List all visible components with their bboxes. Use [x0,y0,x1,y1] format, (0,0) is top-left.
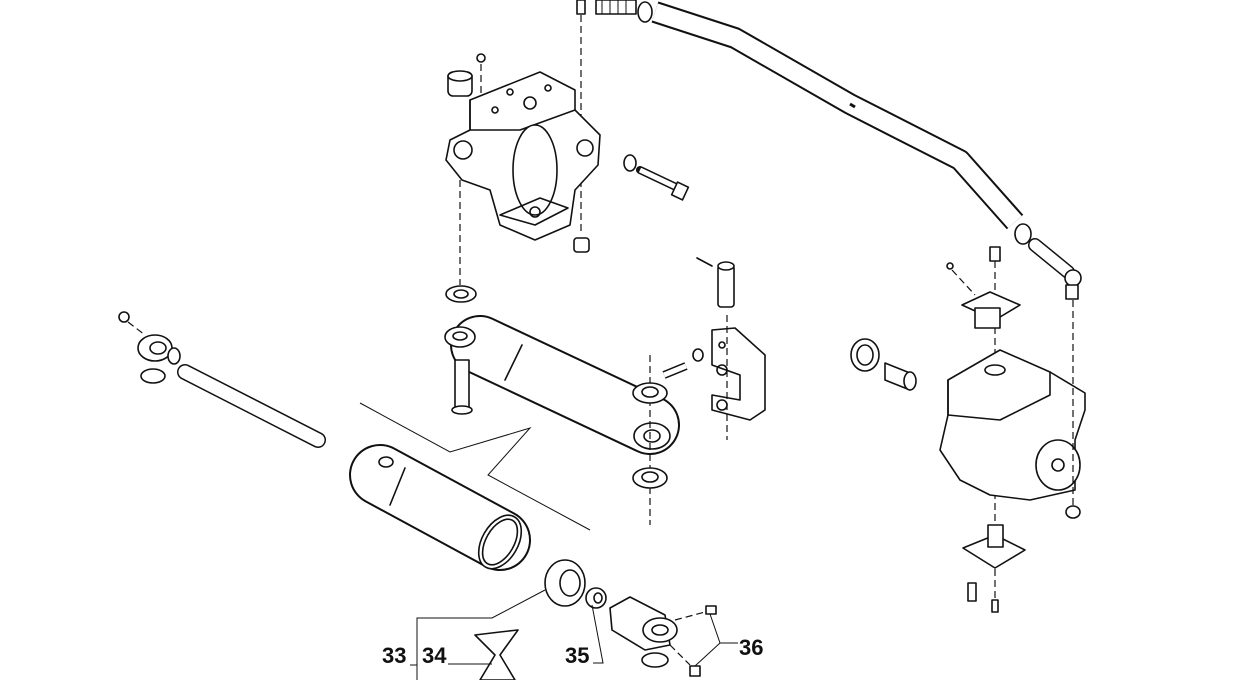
rod-eye [609,596,717,677]
bolt [636,166,690,201]
washer [623,154,637,172]
steering-knuckle-upper [445,53,601,241]
seal [544,559,586,607]
screw [662,348,704,379]
nut [573,237,590,253]
steering-knuckle-lower [850,246,1086,613]
hydraulic-cylinder [444,285,680,455]
bracket [711,327,766,421]
cylinder-tube [349,444,531,571]
piston-rod [118,311,326,448]
callout-36: 36 [739,635,763,660]
callout-33: 33 [382,643,406,668]
callout-35: 35 [565,643,589,668]
bushing [632,382,668,404]
grease-bag [474,629,519,680]
callout-34: 34 [422,643,447,668]
bushing [632,467,668,489]
tie-rod [576,0,1082,300]
callout-lines [410,589,738,680]
pin [696,257,735,308]
nut [585,587,607,609]
